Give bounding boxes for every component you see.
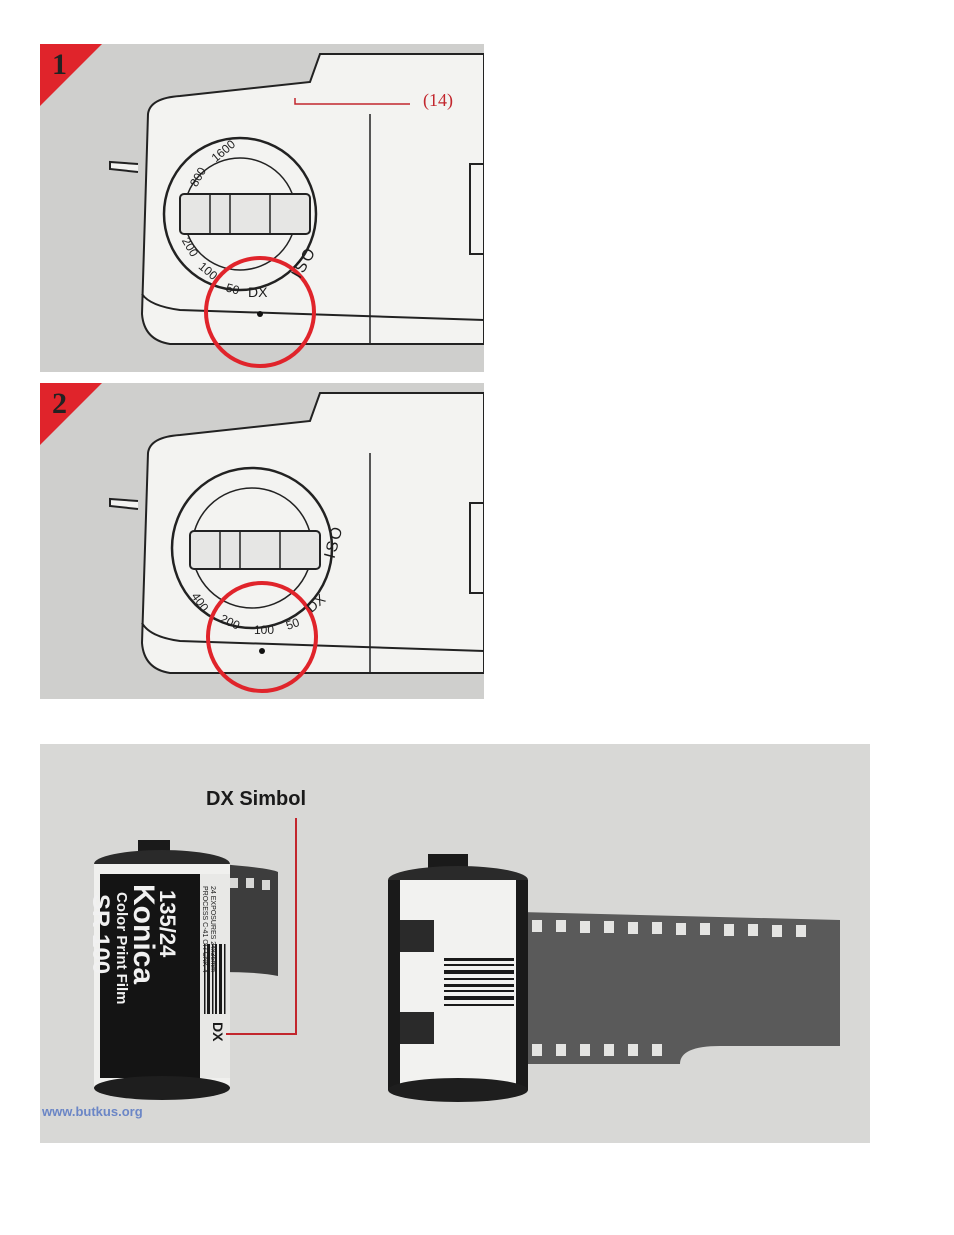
watermark: www.butkus.org (42, 1104, 143, 1119)
illustration-step-1: 1 (14) 1600 800 200 100 50 DX ISO (40, 44, 484, 372)
canister-dx-mark: DX (210, 1022, 226, 1042)
camera-top-drawing (109, 53, 484, 368)
canister-product: Color Print Film (113, 892, 130, 1005)
step-number: 1 (52, 48, 67, 81)
canister-process: PROCESS C-41 OR CNK-4 (201, 886, 208, 973)
film-canister-photo: DX Simbol 135/24 Konica Color Print Film… (40, 744, 870, 1143)
iso-value-100: 100 (254, 623, 275, 637)
canister-brand: Konica (127, 884, 160, 985)
barcode (444, 958, 514, 1006)
film-canisters-drawing (94, 818, 840, 1102)
illustration-step-2: 2 ISO 400 200 100 50 DX (40, 383, 484, 699)
reference-label: (14) (423, 90, 453, 110)
dx-symbol-callout: DX Simbol (206, 788, 307, 810)
film-perforations (532, 920, 806, 1056)
camera-top-drawing (109, 392, 484, 693)
step-badge (40, 44, 102, 106)
step-number: 2 (52, 387, 67, 420)
dx-mark: DX (248, 284, 268, 300)
step-badge (40, 383, 102, 445)
canister-exposures: 24 EXPOSURES 24x36mm (209, 886, 216, 972)
canister-model: SR 100 (87, 894, 114, 975)
